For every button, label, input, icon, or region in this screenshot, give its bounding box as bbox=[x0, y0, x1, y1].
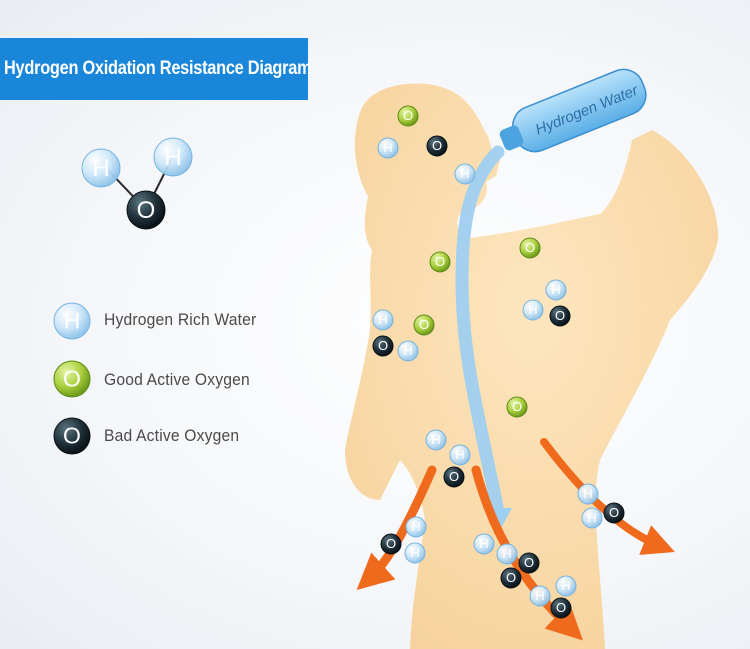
hydrogen-atom: H bbox=[449, 444, 471, 466]
bad-oxygen-atom-symbol: O bbox=[378, 338, 388, 353]
bad-oxygen-atom: O bbox=[380, 533, 402, 555]
bad-oxygen-atom-symbol: O bbox=[386, 536, 396, 551]
hydrogen-atom: H bbox=[153, 137, 193, 177]
hydrogen-atom-symbol: H bbox=[378, 312, 387, 327]
good-oxygen-atom-symbol: O bbox=[435, 254, 445, 269]
good-oxygen-atom: O bbox=[429, 251, 451, 273]
hydrogen-atom-symbol: H bbox=[561, 578, 570, 593]
good-oxygen-atom-symbol: O bbox=[419, 317, 429, 332]
title-banner: Hydrogen Oxidation Resistance Diagram bbox=[0, 38, 312, 100]
hydrogen-atom: H bbox=[404, 542, 426, 564]
bad-oxygen-atom-symbol: O bbox=[137, 197, 156, 224]
hydrogen-atom-symbol: H bbox=[455, 447, 464, 462]
good-oxygen-atom-symbol: O bbox=[512, 399, 522, 414]
hydrogen-atom: H bbox=[581, 507, 603, 529]
bad-oxygen-atom-symbol: O bbox=[432, 138, 442, 153]
diagram-title: Hydrogen Oxidation Resistance Diagram bbox=[4, 58, 312, 79]
hydrogen-atom-symbol: H bbox=[535, 588, 544, 603]
hydrogen-atom-symbol: H bbox=[460, 166, 469, 181]
hydrogen-atom: H bbox=[496, 543, 518, 565]
good-oxygen-atom-symbol: O bbox=[525, 240, 535, 255]
hydrogen-atom: H bbox=[454, 163, 476, 185]
hydrogen-atom: H bbox=[397, 340, 419, 362]
legend-icons: H O O bbox=[53, 302, 91, 455]
hydrogen-atom: H bbox=[529, 585, 551, 607]
exit-arrow-right bbox=[540, 438, 675, 555]
body-silhouette bbox=[345, 83, 719, 649]
exit-arrow-left bbox=[356, 465, 437, 591]
hydrogen-atom-symbol: H bbox=[431, 432, 440, 447]
legend-label-good-oxygen: Good Active Oxygen bbox=[104, 370, 250, 389]
hydrogen-atom: H bbox=[377, 137, 399, 159]
hydrogen-atom: H bbox=[81, 148, 121, 188]
good-oxygen-atom: O bbox=[413, 314, 435, 336]
hydrogen-atom-symbol: H bbox=[502, 546, 511, 561]
hydrogen-atom-symbol: H bbox=[64, 308, 81, 334]
good-oxygen-atom-symbol: O bbox=[403, 108, 413, 123]
bad-oxygen-atom: O bbox=[426, 135, 448, 157]
hydrogen-atom-symbol: H bbox=[92, 155, 109, 182]
bad-oxygen-atom: O bbox=[500, 567, 522, 589]
hydrogen-atom-symbol: H bbox=[479, 536, 488, 551]
good-oxygen-atom: O bbox=[506, 396, 528, 418]
bad-oxygen-atom-symbol: O bbox=[555, 308, 565, 323]
bad-oxygen-atom-symbol: O bbox=[524, 555, 534, 570]
legend-item-bad-oxygen: Bad Active Oxygen bbox=[96, 426, 251, 446]
hydrogen-atom-symbol: H bbox=[583, 486, 592, 501]
legend-label-bad-oxygen: Bad Active Oxygen bbox=[104, 426, 240, 445]
hydrogen-atom: H bbox=[425, 429, 447, 451]
hydrogen-atom: H bbox=[522, 299, 544, 321]
hydrogen-atom-symbol: H bbox=[403, 343, 412, 358]
good-oxygen-atom: O bbox=[53, 360, 91, 398]
hydrogen-atom-symbol: H bbox=[528, 302, 537, 317]
bad-oxygen-atom: O bbox=[550, 597, 572, 619]
bad-oxygen-atom: O bbox=[126, 190, 166, 230]
bad-oxygen-atom-symbol: O bbox=[556, 600, 566, 615]
hydrogen-atom-symbol: H bbox=[551, 282, 560, 297]
good-oxygen-atom-symbol: O bbox=[63, 366, 81, 392]
hydrogen-atom-symbol: H bbox=[383, 140, 392, 155]
bad-oxygen-atom-symbol: O bbox=[63, 423, 81, 449]
bad-oxygen-atom: O bbox=[53, 417, 91, 455]
hydrogen-atom: H bbox=[53, 302, 91, 340]
hydrogen-atom: H bbox=[372, 309, 394, 331]
bad-oxygen-atom-symbol: O bbox=[449, 469, 459, 484]
bad-oxygen-atom-symbol: O bbox=[506, 570, 516, 585]
bad-oxygen-atom: O bbox=[518, 552, 540, 574]
legend-label-hydrogen: Hydrogen Rich Water bbox=[104, 310, 257, 329]
legend-item-good-oxygen: Good Active Oxygen bbox=[96, 370, 263, 390]
hydrogen-atom-symbol: H bbox=[411, 519, 420, 534]
bad-oxygen-atom: O bbox=[443, 466, 465, 488]
water-bottle: Hydrogen Water bbox=[499, 68, 647, 153]
bad-oxygen-atom: O bbox=[372, 335, 394, 357]
good-oxygen-atom: O bbox=[519, 237, 541, 259]
bad-oxygen-atom: O bbox=[603, 502, 625, 524]
hydrogen-atom-symbol: H bbox=[164, 144, 181, 171]
bad-oxygen-atom-symbol: O bbox=[609, 505, 619, 520]
bad-oxygen-atom: O bbox=[549, 305, 571, 327]
hydrogen-atom: H bbox=[545, 279, 567, 301]
good-oxygen-atom: O bbox=[397, 105, 419, 127]
legend-item-hydrogen: Hydrogen Rich Water bbox=[96, 310, 270, 330]
hydrogen-atom-symbol: H bbox=[410, 545, 419, 560]
hydrogen-atom: H bbox=[555, 575, 577, 597]
hydrogen-atom: H bbox=[473, 533, 495, 555]
hydrogen-atom-symbol: H bbox=[587, 510, 596, 525]
hydrogen-atom: H bbox=[405, 516, 427, 538]
hydrogen-atom: H bbox=[577, 483, 599, 505]
